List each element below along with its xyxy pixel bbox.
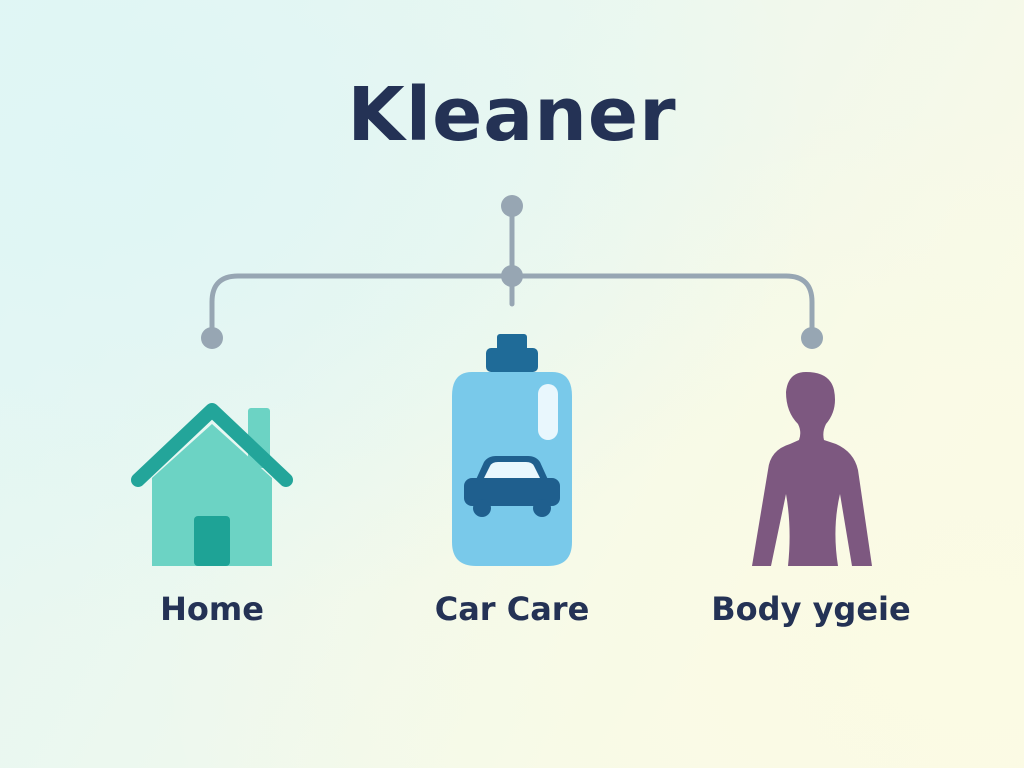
diagram-title: Kleaner [347,72,677,158]
junction-node [501,265,523,287]
house-icon [131,403,293,566]
home-node [201,327,223,349]
root-node [501,195,523,217]
body-node [801,327,823,349]
car-cleaner-bottle-icon [452,334,572,566]
branch-label-home: Home [160,590,264,628]
branch-label-car-care: Car Care [434,590,590,628]
connector-nodes [201,195,823,349]
car-icon [464,456,560,517]
body-silhouette-icon [752,372,872,566]
branch-label-body: Body ygeie [711,590,911,628]
